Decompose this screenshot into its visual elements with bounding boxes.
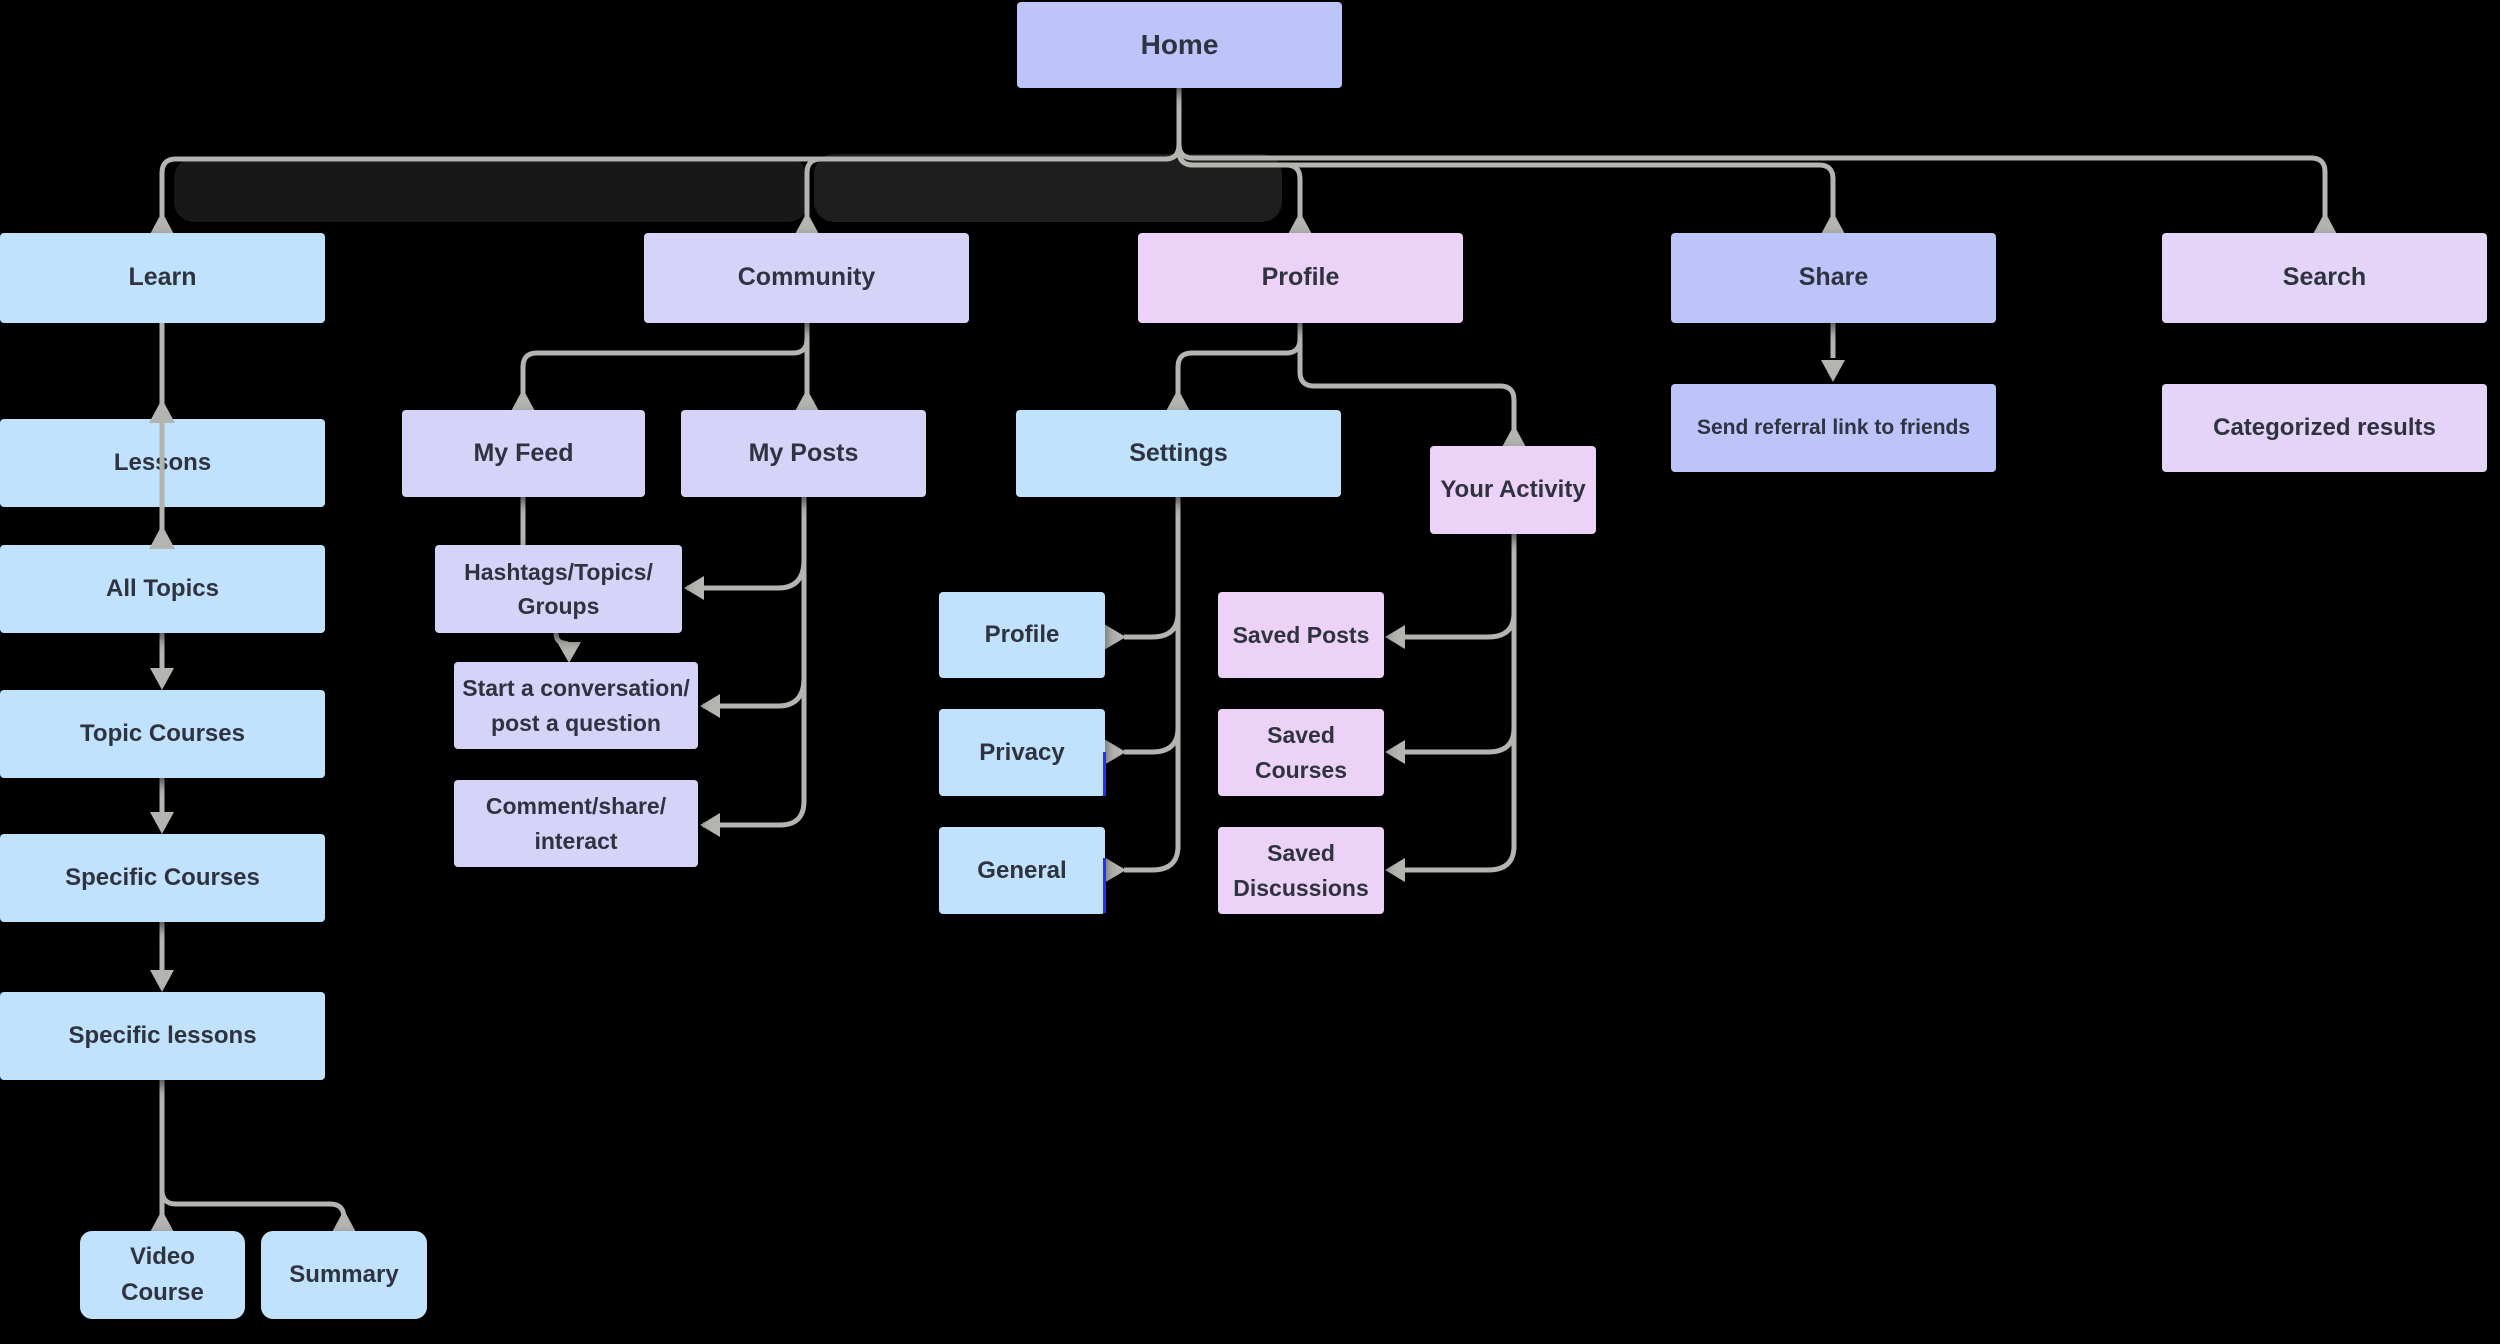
edge-myposts-startconversation [703, 677, 807, 709]
arrowhead [1104, 624, 1126, 650]
node-general[interactable]: General [939, 827, 1105, 914]
arrowhead [700, 694, 720, 718]
arrowhead [557, 642, 581, 663]
node-profile-settings[interactable]: Profile [939, 592, 1105, 678]
node-label: My Posts [748, 438, 859, 467]
node-label: Start a conversation/ post a question [462, 675, 690, 736]
node-settings[interactable]: Settings [1016, 410, 1341, 497]
node-label: My Feed [473, 438, 574, 467]
node-label: General [977, 856, 1067, 884]
node-hashtags[interactable]: Hashtags/Topics/ Groups [435, 545, 682, 633]
selection-artifact-privacy [1103, 752, 1106, 796]
node-my-posts[interactable]: My Posts [681, 410, 926, 497]
arrowhead [150, 812, 174, 834]
node-label: Profile [984, 621, 1060, 648]
arrowhead [684, 576, 704, 600]
edge-home-search [1176, 88, 2328, 230]
edge-myposts-comment [703, 497, 807, 828]
node-all-topics[interactable]: All Topics [0, 545, 325, 633]
node-label: Summary [289, 1261, 399, 1288]
node-label: Topic Courses [80, 720, 245, 747]
edge-home-profile [1176, 88, 1303, 230]
edge-profile-settings [1175, 323, 1303, 407]
edge-community-myfeed [520, 323, 810, 407]
node-your-activity[interactable]: Your Activity [1430, 446, 1596, 534]
node-label: Saved Courses [1254, 722, 1348, 783]
edge-settings-profilesub [1124, 612, 1181, 640]
arrowhead [700, 813, 720, 837]
node-saved-posts[interactable]: Saved Posts [1218, 592, 1384, 678]
node-label: Saved Discussions [1233, 840, 1369, 901]
node-saved-discussions[interactable]: Saved Discussions [1218, 827, 1384, 914]
arrowhead [150, 668, 174, 690]
node-label: Learn [128, 263, 197, 292]
arrowhead [150, 970, 174, 992]
node-label: Hashtags/Topics/ Groups [464, 558, 653, 620]
arrowhead [1385, 858, 1405, 882]
node-search[interactable]: Search [2162, 233, 2487, 323]
node-label: Privacy [979, 738, 1065, 766]
node-profile[interactable]: Profile [1138, 233, 1463, 323]
node-topic-courses[interactable]: Topic Courses [0, 690, 325, 778]
node-learn[interactable]: Learn [0, 233, 325, 323]
node-label: Search [2282, 263, 2367, 292]
node-label: Categorized results [2213, 414, 2436, 441]
edge-settings-privacy [1124, 727, 1181, 755]
edge-home-community [804, 88, 1182, 230]
node-summary[interactable]: Summary [261, 1231, 427, 1319]
edge-myposts-hashtags [687, 559, 807, 591]
node-saved-courses[interactable]: Saved Courses [1218, 709, 1384, 796]
arrowhead [1821, 360, 1845, 382]
edge-home-share [1176, 88, 1836, 230]
node-specific-lessons[interactable]: Specific lessons [0, 992, 325, 1080]
node-label: Your Activity [1440, 476, 1586, 503]
node-comment[interactable]: Comment/share/ interact [454, 780, 698, 867]
selection-artifact-general [1103, 858, 1106, 913]
node-label: Specific Courses [65, 864, 260, 891]
edge-specificlessons-summary [159, 1080, 347, 1228]
arrowhead [1104, 739, 1126, 765]
node-label: Specific lessons [68, 1022, 257, 1049]
node-lessons[interactable]: Lessons [0, 419, 325, 507]
edge-youractivity-savedcourses [1403, 727, 1517, 755]
node-label: Home [1140, 29, 1219, 60]
node-start-conversation[interactable]: Start a conversation/ post a question [454, 662, 698, 749]
node-community[interactable]: Community [644, 233, 969, 323]
node-send-referral[interactable]: Send referral link to friends [1671, 384, 1996, 472]
node-label: Lessons [113, 449, 212, 476]
node-video-course[interactable]: Video Course [80, 1231, 245, 1319]
arrowhead [1385, 625, 1405, 649]
node-privacy[interactable]: Privacy [939, 709, 1105, 796]
edge-youractivity-saveddiscussions [1403, 534, 1517, 873]
node-specific-courses[interactable]: Specific Courses [0, 834, 325, 922]
node-home[interactable]: Home [1017, 2, 1342, 88]
node-categorized-results[interactable]: Categorized results [2162, 384, 2487, 472]
node-label: Comment/share/ interact [485, 793, 667, 854]
node-label: All Topics [106, 575, 219, 602]
arrowhead [1104, 857, 1126, 883]
node-label: Settings [1129, 438, 1228, 467]
node-label: Video Course [121, 1243, 204, 1306]
node-label: Share [1798, 263, 1869, 292]
node-label: Saved Posts [1232, 621, 1370, 648]
node-label: Community [737, 263, 876, 292]
edge-hashtags-startconversation [553, 632, 572, 648]
node-label: Profile [1261, 263, 1340, 292]
edge-settings-general [1124, 497, 1181, 873]
edge-youractivity-savedposts [1403, 612, 1517, 640]
node-my-feed[interactable]: My Feed [402, 410, 645, 497]
node-share[interactable]: Share [1671, 233, 1996, 323]
connector-shadow-panel [814, 154, 1282, 222]
arrowhead [1385, 740, 1405, 764]
node-label: Send referral link to friends [1696, 416, 1971, 440]
edge-home-learn [159, 88, 1182, 230]
connector-shadow-panel [174, 158, 808, 222]
